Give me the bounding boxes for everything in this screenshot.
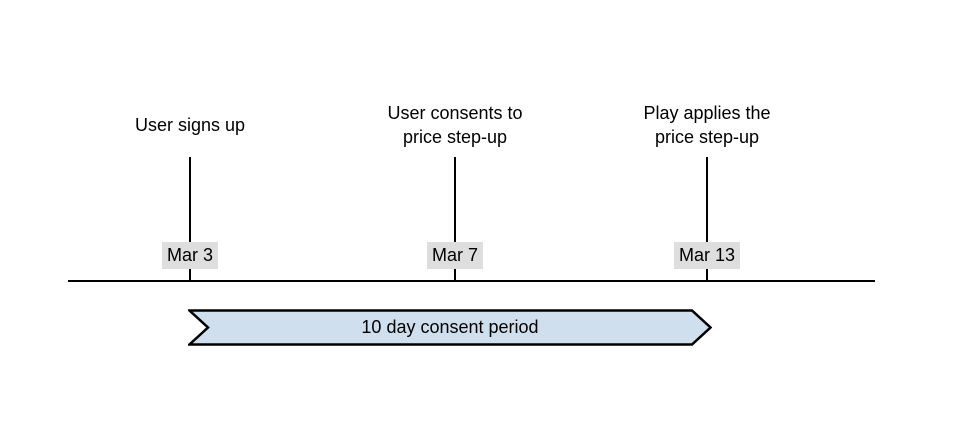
milestone-tick-line xyxy=(189,157,191,281)
milestone-date-chip: Mar 13 xyxy=(637,242,777,269)
milestone-date-label: Mar 7 xyxy=(426,242,483,269)
milestone-date-label: Mar 3 xyxy=(161,242,218,269)
milestone-title: Play applies the price step-up xyxy=(643,103,771,147)
milestone-date-label: Mar 13 xyxy=(673,242,741,269)
timeline-axis xyxy=(68,280,875,282)
milestone-tick-line xyxy=(706,157,708,281)
arrow-banner-shape xyxy=(188,309,712,346)
milestone-tick-line xyxy=(454,157,456,281)
milestone-date-chip: Mar 7 xyxy=(385,242,525,269)
milestone-title: User consents to price step-up xyxy=(387,103,523,147)
milestone-date-chip: Mar 3 xyxy=(120,242,260,269)
consent-period-banner: 10 day consent period xyxy=(188,309,712,346)
milestone-title: User signs up xyxy=(134,115,246,135)
